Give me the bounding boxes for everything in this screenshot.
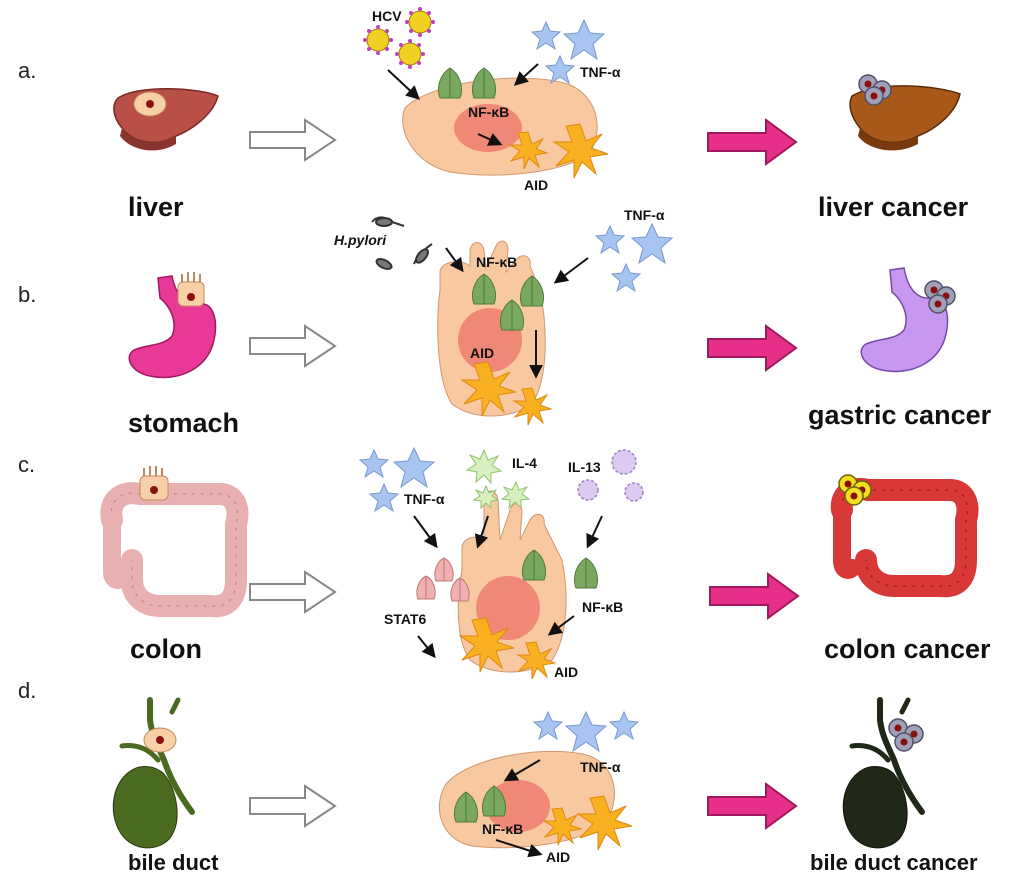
organ-label-bile-duct: bile duct xyxy=(128,850,219,875)
il13-label: IL-13 xyxy=(568,459,601,475)
progression-arrow-icon xyxy=(249,325,336,367)
tnf-star-icon xyxy=(545,55,575,84)
cancer-arrow-icon xyxy=(709,573,799,619)
tnf-star-icon xyxy=(359,449,389,478)
organ-label-stomach: stomach xyxy=(128,408,239,438)
cancer-label-liver: liver cancer xyxy=(818,192,969,222)
row-label-c: c. xyxy=(18,452,35,477)
nfkb-label: NF-κB xyxy=(468,104,509,120)
nfkb-icon xyxy=(471,67,497,99)
cancer-arrow-icon xyxy=(707,783,797,829)
aid-label: AID xyxy=(470,345,494,361)
nfkb-label: NF-κB xyxy=(476,254,517,270)
nfkb-label: NF-κB xyxy=(482,821,523,837)
cancer-label-colon: colon cancer xyxy=(824,634,991,664)
hcv-virus-icon xyxy=(404,6,436,38)
row-a: a. liver HCV TNF-α NF-κB xyxy=(18,6,969,222)
nfkb-label: NF-κB xyxy=(582,599,623,615)
colon-cell-pathway: TNF-α IL-4 IL-13 STAT6 NF-κB AID xyxy=(359,447,644,680)
tnf-star-icon xyxy=(393,447,435,488)
h-pylori-icon xyxy=(371,216,433,270)
bile-duct-cancer-organ-icon xyxy=(842,697,925,849)
bile-duct-cell-pathway: TNF-α NF-κB AID xyxy=(438,711,639,865)
stomach-cell-pathway: H.pylori NF-κB TNF-α AID xyxy=(334,207,673,426)
nfkb-icon xyxy=(573,557,599,589)
stat6-icon xyxy=(416,575,436,600)
aid-label: AID xyxy=(546,849,570,865)
nfkb-icon xyxy=(437,67,463,99)
progression-arrow-icon xyxy=(249,571,336,613)
row-d: d. bile duct TNF-α NF-κB AID xyxy=(18,678,978,875)
tnf-star-icon xyxy=(611,263,641,292)
stat6-label: STAT6 xyxy=(384,611,426,627)
liver-organ-icon xyxy=(113,88,219,151)
row-label-d: d. xyxy=(18,678,36,703)
hcv-virus-icon xyxy=(394,38,426,70)
il13-icon xyxy=(577,449,644,502)
tnf-star-icon xyxy=(369,483,399,512)
progression-arrow-icon xyxy=(249,785,336,827)
tnf-star-icon xyxy=(609,711,639,740)
colon-cancer-organ-icon xyxy=(830,474,979,598)
row-label-b: b. xyxy=(18,282,36,307)
cytokine-label: TNF-α xyxy=(580,759,621,775)
liver-cell-pathway: HCV TNF-α NF-κB AID xyxy=(362,6,621,193)
bile-duct-organ-icon xyxy=(112,697,195,849)
tnf-star-icon xyxy=(533,711,563,740)
progression-arrow-icon xyxy=(249,119,336,161)
hcv-virus-icon xyxy=(362,24,394,56)
gastric-cancer-organ-icon xyxy=(860,267,956,373)
tnf-star-icon xyxy=(563,19,605,60)
row-c: c. colon TNF-α xyxy=(18,447,991,680)
cancer-arrow-icon xyxy=(707,325,797,371)
cytokine-label: TNF-α xyxy=(580,64,621,80)
il4-label: IL-4 xyxy=(512,455,537,471)
cancer-arrow-icon xyxy=(707,119,797,165)
pathogen-label: HCV xyxy=(372,8,402,24)
liver-cancer-organ-icon xyxy=(849,74,961,151)
stat6-icon xyxy=(434,557,454,582)
organ-label-colon: colon xyxy=(130,634,202,664)
aid-label: AID xyxy=(554,664,578,680)
cytokine-label: TNF-α xyxy=(404,491,445,507)
tnf-star-icon xyxy=(595,225,625,254)
stomach-organ-icon xyxy=(128,272,217,379)
cancer-label-bile-duct: bile duct cancer xyxy=(810,850,978,875)
il4-icon xyxy=(465,448,531,510)
cancer-label-gastric: gastric cancer xyxy=(808,400,992,430)
tnf-star-icon xyxy=(631,223,673,264)
pathogen-label: H.pylori xyxy=(334,232,387,248)
row-label-a: a. xyxy=(18,58,36,83)
colon-organ-icon xyxy=(100,466,249,618)
tnf-star-icon xyxy=(531,21,561,50)
aid-label: AID xyxy=(524,177,548,193)
tnf-star-icon xyxy=(565,711,607,752)
row-b: b. stomach H.pylori xyxy=(18,207,992,438)
cytokine-label: TNF-α xyxy=(624,207,665,223)
organ-label-liver: liver xyxy=(128,192,184,222)
